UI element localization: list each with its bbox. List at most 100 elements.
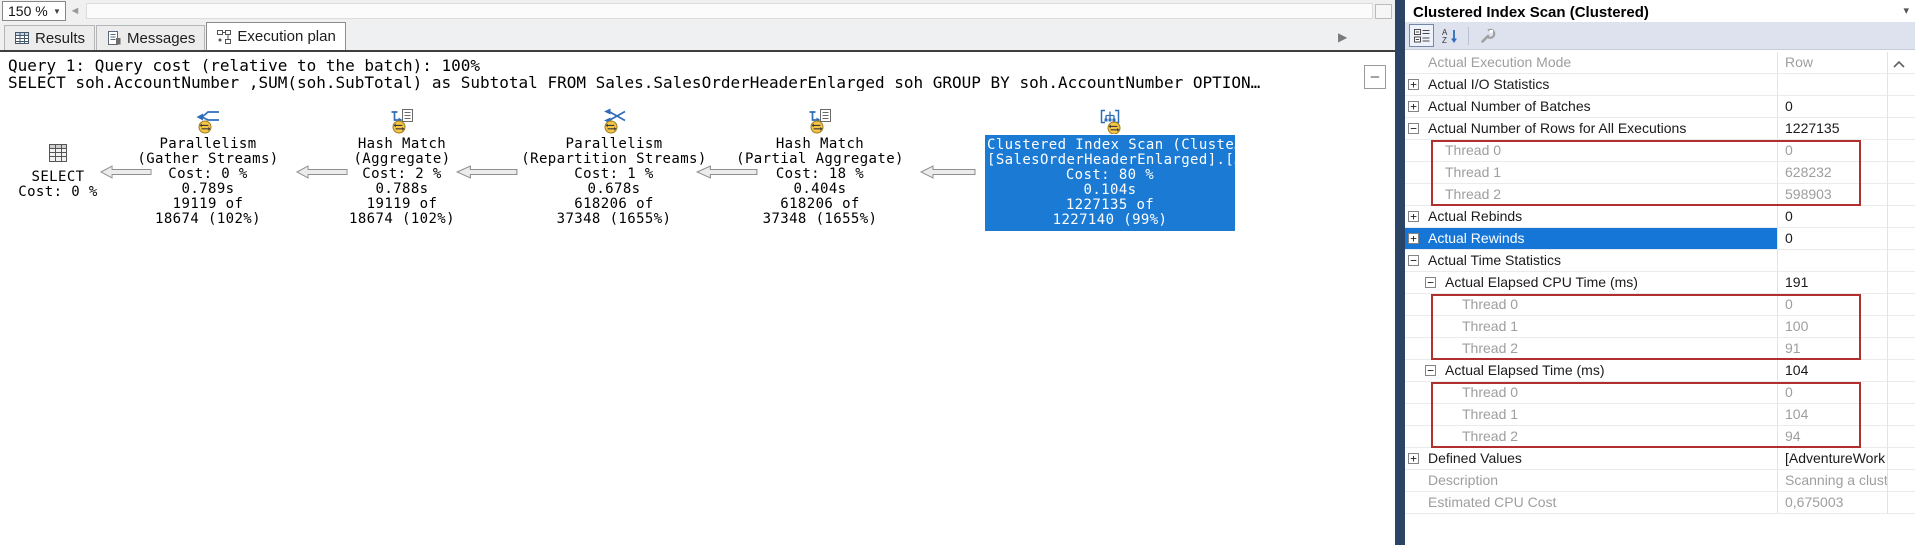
property-row[interactable]: Thread 1 628232 xyxy=(1405,162,1915,184)
expand-collapse-icon[interactable]: + xyxy=(1408,101,1419,112)
property-row[interactable]: Thread 0 0 xyxy=(1405,294,1915,316)
plan-node-repart[interactable]: Parallelism(Repartition Streams)Cost: 1 … xyxy=(514,108,714,227)
property-value[interactable]: Row xyxy=(1785,54,1814,70)
data-flow-arrow-icon[interactable] xyxy=(455,165,518,179)
property-row[interactable]: + Actual Rebinds 0 xyxy=(1405,206,1915,228)
expand-collapse-icon[interactable]: + xyxy=(1408,453,1419,464)
parallelism-repartition-icon xyxy=(601,108,627,134)
property-value[interactable]: 91 xyxy=(1785,340,1801,356)
property-value[interactable]: 0 xyxy=(1785,384,1793,400)
property-row[interactable]: Thread 1 100 xyxy=(1405,316,1915,338)
property-label-cell: + Actual Number of Batches xyxy=(1405,96,1778,117)
property-row[interactable]: Thread 2 91 xyxy=(1405,338,1915,360)
chevron-down-icon[interactable]: ▾ xyxy=(1903,5,1909,17)
property-value[interactable]: 0,675003 xyxy=(1785,494,1844,510)
property-row[interactable]: + Actual I/O Statistics xyxy=(1405,74,1915,96)
property-value[interactable]: [AdventureWork xyxy=(1785,450,1886,466)
property-label-cell: Thread 0 xyxy=(1405,382,1778,403)
property-row[interactable]: Thread 0 0 xyxy=(1405,382,1915,404)
property-value[interactable]: 598903 xyxy=(1785,186,1832,202)
expand-collapse-icon[interactable]: + xyxy=(1408,211,1419,222)
scroll-left-icon[interactable]: ◄ xyxy=(69,5,81,17)
plan-node-cis[interactable]: Clustered Index Scan (Cluste…[SalesOrder… xyxy=(985,108,1235,231)
property-row[interactable]: Estimated CPU Cost 0,675003 xyxy=(1405,492,1915,514)
data-flow-arrow-icon[interactable] xyxy=(99,165,152,179)
scroll-up-icon[interactable] xyxy=(1891,58,1907,72)
plan-toolbar-row: 150 % ▼ ◄ xyxy=(0,0,1395,22)
property-row[interactable]: Description Scanning a clust xyxy=(1405,470,1915,492)
property-row[interactable]: − Actual Time Statistics xyxy=(1405,250,1915,272)
property-row[interactable]: + Defined Values [AdventureWork xyxy=(1405,448,1915,470)
tab-messages[interactable]: Messages xyxy=(96,25,206,50)
property-value[interactable]: Scanning a clust xyxy=(1785,472,1888,488)
property-value[interactable] xyxy=(1778,74,1915,95)
property-row[interactable]: − Actual Elapsed Time (ms) 104 xyxy=(1405,360,1915,382)
property-row[interactable]: + Actual Rewinds 0 xyxy=(1405,228,1915,250)
property-label-cell: Thread 1 xyxy=(1405,162,1778,183)
expand-collapse-icon[interactable]: + xyxy=(1408,79,1419,90)
property-row[interactable]: + Actual Number of Batches 0 xyxy=(1405,96,1915,118)
results-grid-icon xyxy=(14,30,30,46)
property-value[interactable]: 191 xyxy=(1785,274,1809,290)
expand-collapse-icon[interactable]: − xyxy=(1408,255,1419,266)
messages-icon xyxy=(106,30,122,46)
property-value[interactable]: 104 xyxy=(1785,362,1809,378)
property-row[interactable]: Thread 2 598903 xyxy=(1405,184,1915,206)
property-label-cell: Thread 0 xyxy=(1405,140,1778,161)
data-flow-arrow-icon[interactable] xyxy=(295,165,348,179)
expand-collapse-icon[interactable]: − xyxy=(1408,123,1419,134)
tab-scroll-right-icon[interactable]: ▶ xyxy=(1338,30,1348,44)
zoom-level-dropdown[interactable]: 150 % ▼ xyxy=(2,1,66,21)
property-label-cell: − Actual Number of Rows for All Executio… xyxy=(1405,118,1778,139)
properties-grid: Actual Execution Mode Row + Actual I/O S… xyxy=(1405,52,1915,514)
property-row[interactable]: Actual Execution Mode Row xyxy=(1405,52,1915,74)
property-row[interactable]: Thread 2 94 xyxy=(1405,426,1915,448)
property-value[interactable]: 94 xyxy=(1785,428,1801,444)
plan-node-hash-partial[interactable]: Hash Match(Partial Aggregate)Cost: 18 %0… xyxy=(730,108,910,227)
expand-collapse-icon[interactable]: + xyxy=(1408,233,1419,244)
data-flow-arrow-icon[interactable] xyxy=(695,165,758,179)
property-row[interactable]: Thread 0 0 xyxy=(1405,140,1915,162)
property-value[interactable]: 0 xyxy=(1785,296,1793,312)
property-value[interactable]: 1227135 xyxy=(1785,120,1840,136)
data-flow-arrow-icon[interactable] xyxy=(919,165,976,179)
property-value[interactable]: 100 xyxy=(1785,318,1809,334)
property-label: Thread 0 xyxy=(1462,384,1519,400)
pane-divider[interactable] xyxy=(1395,0,1405,545)
property-label: Thread 2 xyxy=(1462,340,1519,356)
property-row[interactable]: − Actual Number of Rows for All Executio… xyxy=(1405,118,1915,140)
chevron-down-icon[interactable]: ▼ xyxy=(53,6,61,16)
property-label: Thread 2 xyxy=(1462,428,1519,444)
expand-collapse-icon[interactable]: − xyxy=(1425,277,1436,288)
property-value[interactable]: 628232 xyxy=(1785,164,1832,180)
property-value[interactable]: 0 xyxy=(1785,208,1793,224)
property-row[interactable]: − Actual Elapsed CPU Time (ms) 191 xyxy=(1405,272,1915,294)
horizontal-scrollbar[interactable] xyxy=(86,3,1373,19)
property-value[interactable]: 104 xyxy=(1785,406,1809,422)
property-value[interactable]: 0 xyxy=(1785,230,1793,246)
property-value[interactable]: 0 xyxy=(1785,142,1793,158)
plan-node-labels: Parallelism(Repartition Streams)Cost: 1 … xyxy=(521,136,707,227)
tab-execution-plan[interactable]: Execution plan xyxy=(206,22,346,50)
scrollbar-corner-button[interactable] xyxy=(1375,3,1392,19)
collapse-region-button[interactable]: – xyxy=(1364,65,1386,89)
tab-results[interactable]: Results xyxy=(4,25,96,50)
categorized-icon[interactable] xyxy=(1409,24,1434,47)
wrench-icon[interactable] xyxy=(1475,24,1500,47)
property-label-cell: + Actual I/O Statistics xyxy=(1405,74,1778,95)
property-value[interactable]: 0 xyxy=(1785,98,1793,114)
property-row[interactable]: Thread 1 104 xyxy=(1405,404,1915,426)
plan-node-gather[interactable]: Parallelism(Gather Streams)Cost: 0 %0.78… xyxy=(118,108,298,227)
property-label-cell: + Actual Rewinds xyxy=(1405,228,1778,249)
property-label: Actual Elapsed Time (ms) xyxy=(1445,362,1605,378)
expand-collapse-icon[interactable]: − xyxy=(1425,365,1436,376)
property-label-cell: Thread 2 xyxy=(1405,184,1778,205)
property-value[interactable] xyxy=(1778,250,1915,271)
property-label: Actual Time Statistics xyxy=(1428,252,1562,268)
execution-plan-icon xyxy=(216,29,232,45)
